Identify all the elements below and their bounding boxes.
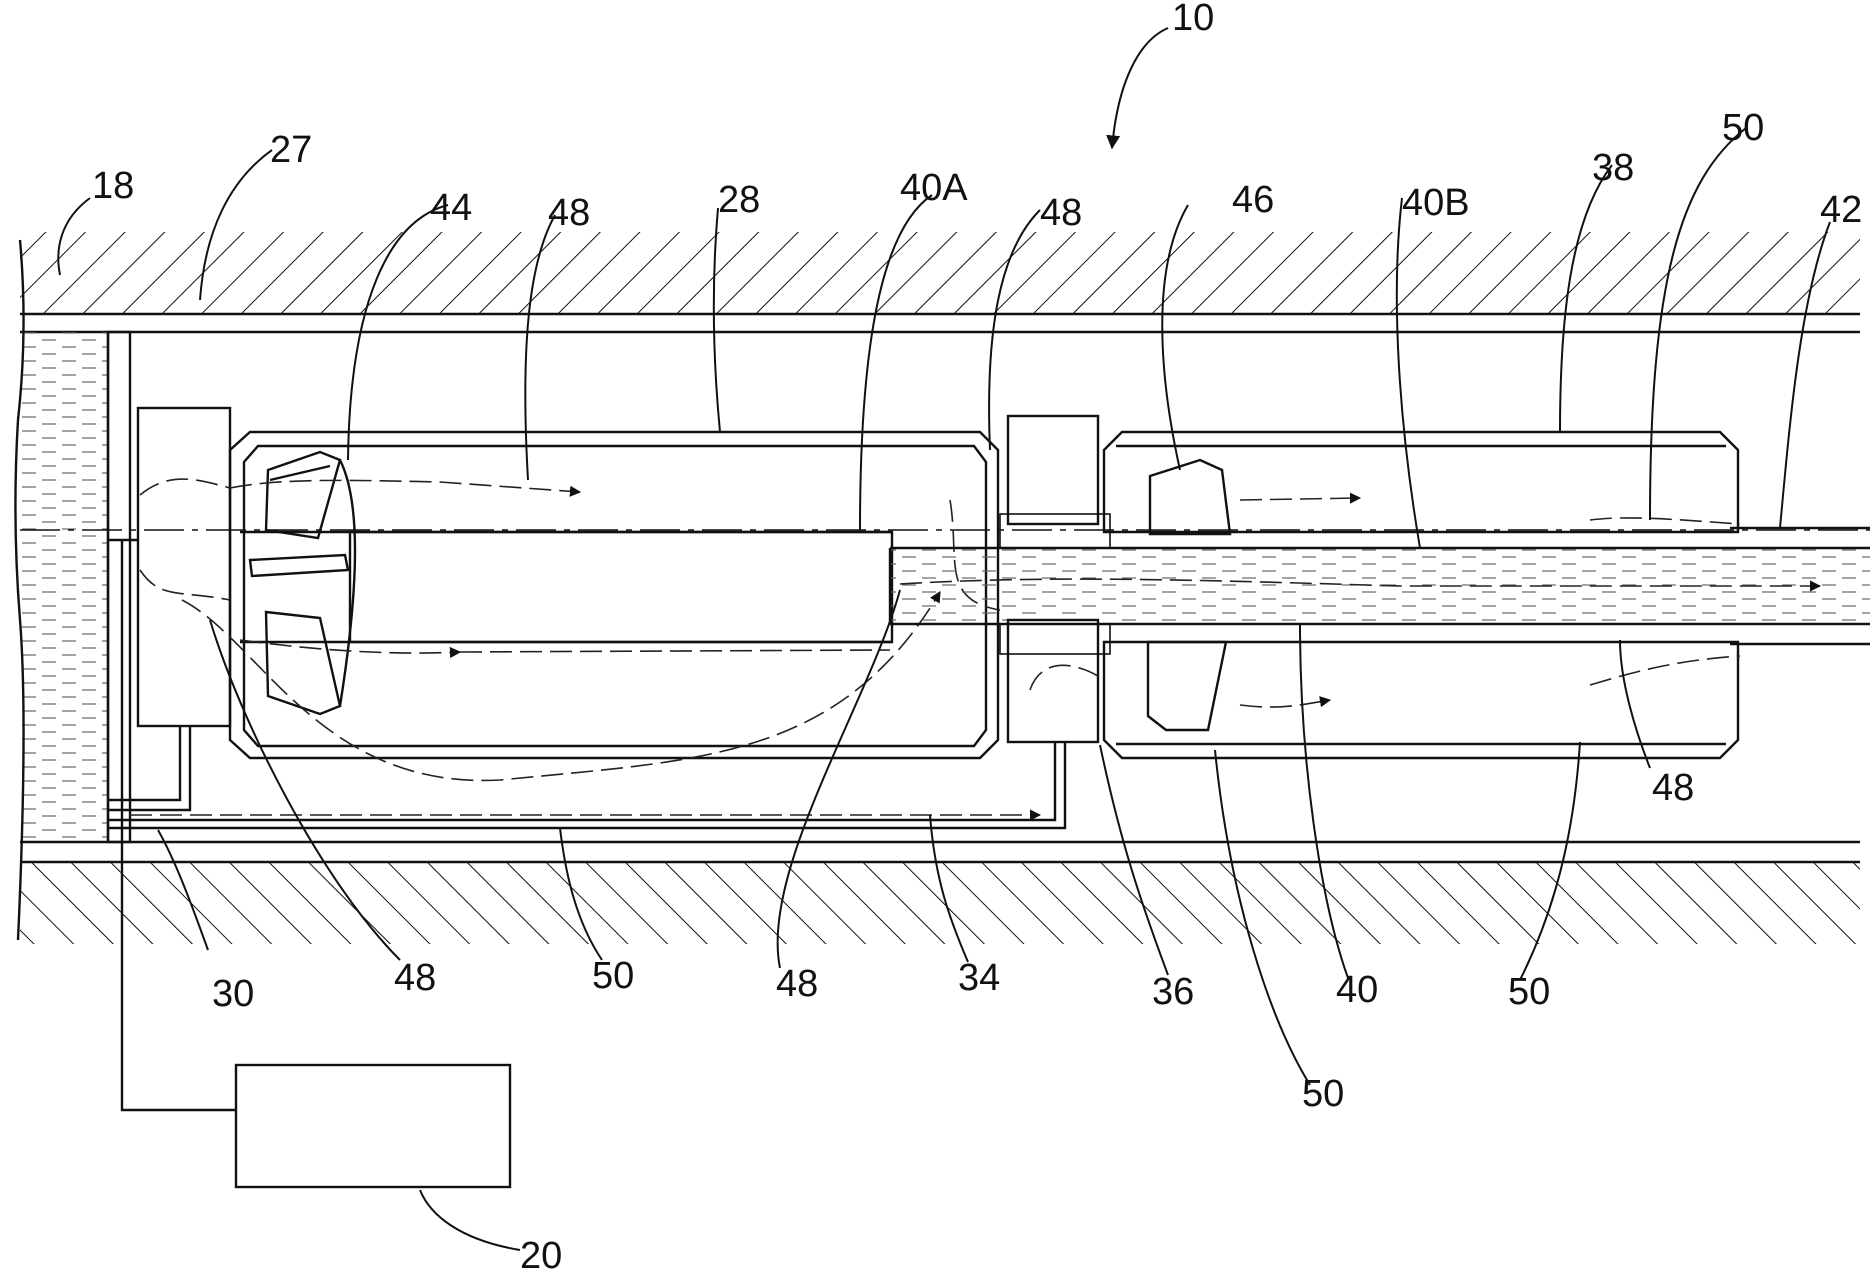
label-48-right: 48	[1652, 767, 1694, 809]
turbine-blades-44	[250, 452, 355, 714]
label-40A: 40A	[900, 167, 968, 209]
flow-arrows-upper	[182, 480, 1000, 780]
label-50-bottom-mid: 50	[1508, 971, 1550, 1013]
label-27: 27	[270, 129, 312, 171]
label-10: 10	[1172, 0, 1214, 39]
label-48-top-left: 48	[548, 192, 590, 234]
label-40: 40	[1336, 969, 1378, 1011]
label-42: 42	[1820, 189, 1862, 231]
label-46: 46	[1232, 179, 1274, 221]
stator-housing-28	[230, 432, 998, 758]
label-48-bottom-left: 48	[394, 957, 436, 999]
label-50-bottom: 50	[1302, 1073, 1344, 1115]
label-30: 30	[212, 973, 254, 1015]
controller-box-20	[236, 1065, 520, 1250]
label-20: 20	[520, 1235, 562, 1277]
label-50-top-right: 50	[1722, 107, 1764, 149]
label-34: 34	[958, 957, 1000, 999]
label-40B: 40B	[1402, 182, 1470, 224]
label-48-bottom-mid: 48	[776, 963, 818, 1005]
label-44: 44	[430, 187, 472, 229]
inner-tube-40	[890, 528, 1870, 644]
label-36: 36	[1152, 971, 1194, 1013]
label-18: 18	[92, 165, 134, 207]
label-28: 28	[718, 179, 760, 221]
lower-formation-wall	[20, 842, 1860, 944]
label-50-bottom-left: 50	[592, 955, 634, 997]
reference-arrow-10	[1112, 28, 1168, 148]
label-48-top-mid: 48	[1040, 192, 1082, 234]
label-38: 38	[1592, 147, 1634, 189]
upper-formation-wall	[20, 232, 1860, 332]
housing-27	[108, 408, 230, 810]
